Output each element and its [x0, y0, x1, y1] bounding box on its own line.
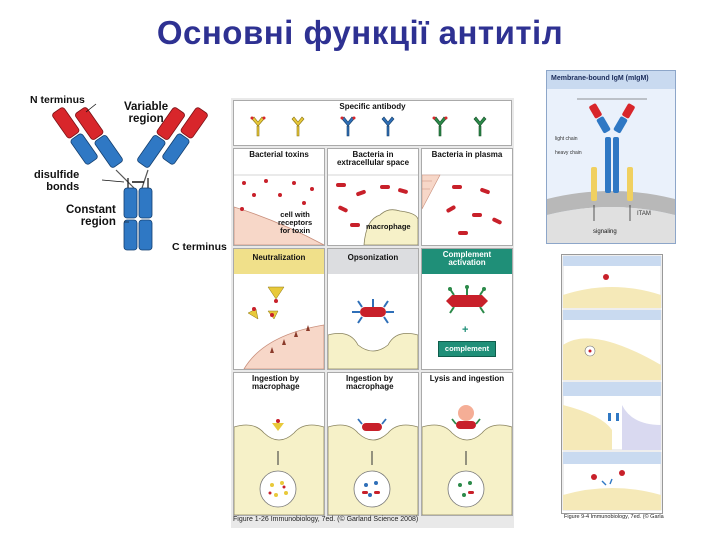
antibody-row-icons — [250, 116, 487, 137]
right-figure-caption: Figure 9-4 Immunobiology, 7ed. (© Garla — [564, 514, 664, 520]
membrane-igm-title: Membrane-bound IgM (mIgM) — [551, 75, 649, 82]
bacterial-toxins-label: Bacterial toxins — [249, 150, 309, 159]
fc-chain-right-2 — [138, 219, 153, 251]
heavy-chain-constant-right — [137, 135, 166, 168]
heavy-chain-constant-left — [94, 135, 123, 168]
complement-activation-label: Complement activation — [422, 249, 512, 274]
light-chain-variable-right — [180, 107, 208, 139]
neutralization-panel: Neutralization — [233, 248, 325, 370]
bacterial-toxins-panel: Bacterial toxins cell with receptors for… — [233, 148, 325, 246]
neutralization-label: Neutralization — [234, 249, 324, 274]
main-figure-caption: Figure 1-26 Immunobiology, 7ed. (© Garla… — [233, 516, 419, 523]
n-terminus-label: N terminus — [30, 94, 85, 106]
specific-antibody-label: Specific antibody — [339, 102, 406, 111]
lysis-ingestion-label: Lysis and ingestion — [429, 374, 505, 383]
fc-chain-left-2 — [123, 219, 138, 251]
slide-title: Основні функції антитіл — [156, 14, 564, 51]
membrane-igm-figure: Membrane-bound IgM (mIgM) recognition li… — [546, 70, 676, 244]
heavy-chain-variable-left — [75, 107, 104, 140]
ingestion-macrophage-label-1: Ingestion by macrophage — [252, 374, 300, 392]
antibody-diagram — [52, 103, 208, 251]
light-chain-constant-right — [162, 133, 190, 165]
extracellular-bacteria-panel: Bacteria in extracellular space macropha… — [327, 148, 419, 246]
signaling-label: signaling — [593, 229, 617, 235]
plasma-bacteria-panel: Bacteria in plasma — [421, 148, 513, 246]
macrophage-label: macrophage — [366, 222, 411, 231]
variable-region-label: Variable region — [124, 101, 169, 126]
light-chain-variable-left — [52, 107, 80, 139]
light-chain-label: light chain — [555, 136, 578, 142]
light-chain-constant-left — [70, 133, 98, 165]
disulfide-bonds-label: disulfide bonds — [34, 169, 80, 193]
itam-label: ITAM — [637, 211, 651, 217]
constant-region-label: Constant region — [66, 204, 116, 229]
complement-label: complement — [438, 341, 496, 357]
c-terminus-label: C terminus — [172, 241, 227, 253]
plasma-bacteria-label: Bacteria in plasma — [431, 150, 503, 159]
ingestion-macrophage-label-2: Ingestion by macrophage — [346, 374, 394, 392]
ingestion-macrophage-panel-2: Ingestion by macrophage — [327, 372, 419, 516]
toxin-receptor-cell-label: cell with receptors for toxin — [278, 210, 313, 235]
heavy-chain-variable-right — [156, 107, 185, 140]
specific-antibody-panel: Specific antibody — [233, 100, 512, 146]
antibody-structure-figure: N terminus Variable region disulfide bon… — [24, 92, 234, 267]
lysis-ingestion-panel: Lysis and ingestion — [421, 372, 513, 516]
extracellular-bacteria-label: Bacteria in extracellular space — [336, 150, 410, 168]
complement-activation-panel: Complement activation + complement — [421, 248, 513, 370]
opsonization-label: Opsonization — [328, 249, 418, 274]
fc-chain-left-1 — [123, 187, 138, 219]
ingestion-macrophage-panel-1: Ingestion by macrophage — [233, 372, 325, 516]
opsonization-panel: Opsonization — [327, 248, 419, 370]
fc-chain-right-1 — [138, 187, 153, 219]
heavy-chain-label: heavy chain — [555, 150, 582, 156]
plus-sign: + — [462, 324, 469, 336]
b-cell-activation-figure — [561, 254, 663, 514]
antibody-functions-figure: Specific antibody Bacterial toxins — [231, 98, 514, 528]
